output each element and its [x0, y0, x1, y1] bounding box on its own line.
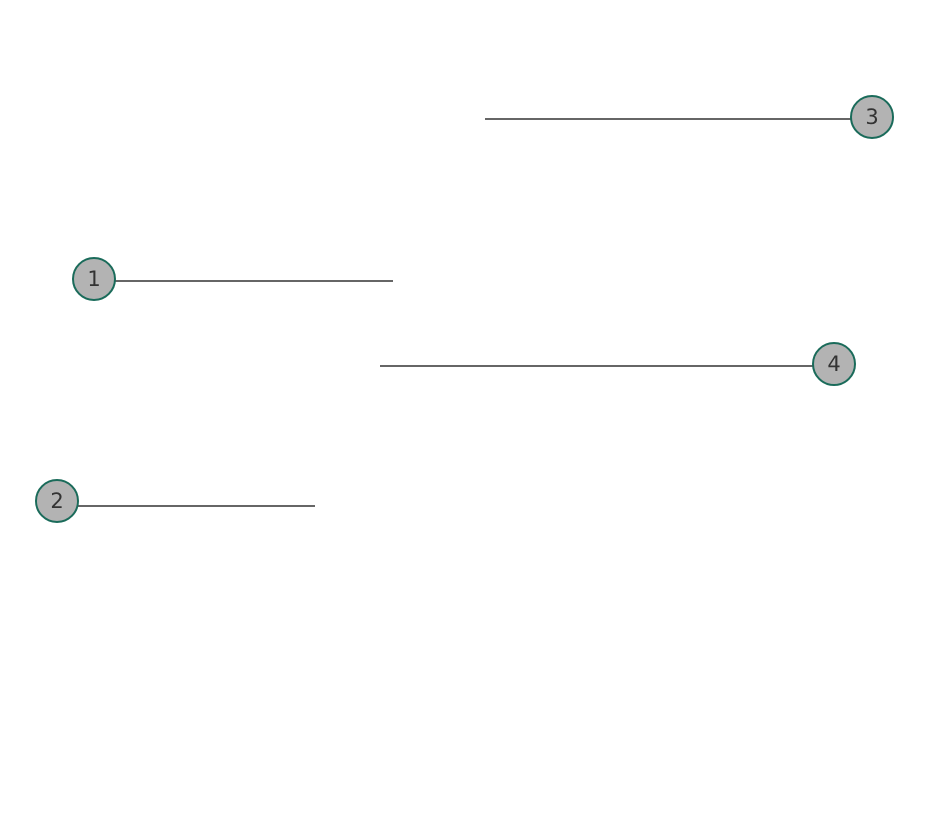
- callout-marker-4: [812, 342, 856, 386]
- callout-4: 4: [380, 342, 856, 386]
- callout-3: 3: [485, 95, 894, 139]
- callout-marker-2: [35, 479, 79, 523]
- callout-number-4: 4: [827, 352, 840, 376]
- callout-marker-1: [72, 257, 116, 301]
- callout-number-1: 1: [87, 267, 100, 291]
- callout-number-3: 3: [865, 105, 878, 129]
- callout-1: 1: [72, 257, 393, 301]
- callout-number-2: 2: [50, 489, 63, 513]
- callout-marker-3: [850, 95, 894, 139]
- callout-2: 2: [35, 479, 315, 523]
